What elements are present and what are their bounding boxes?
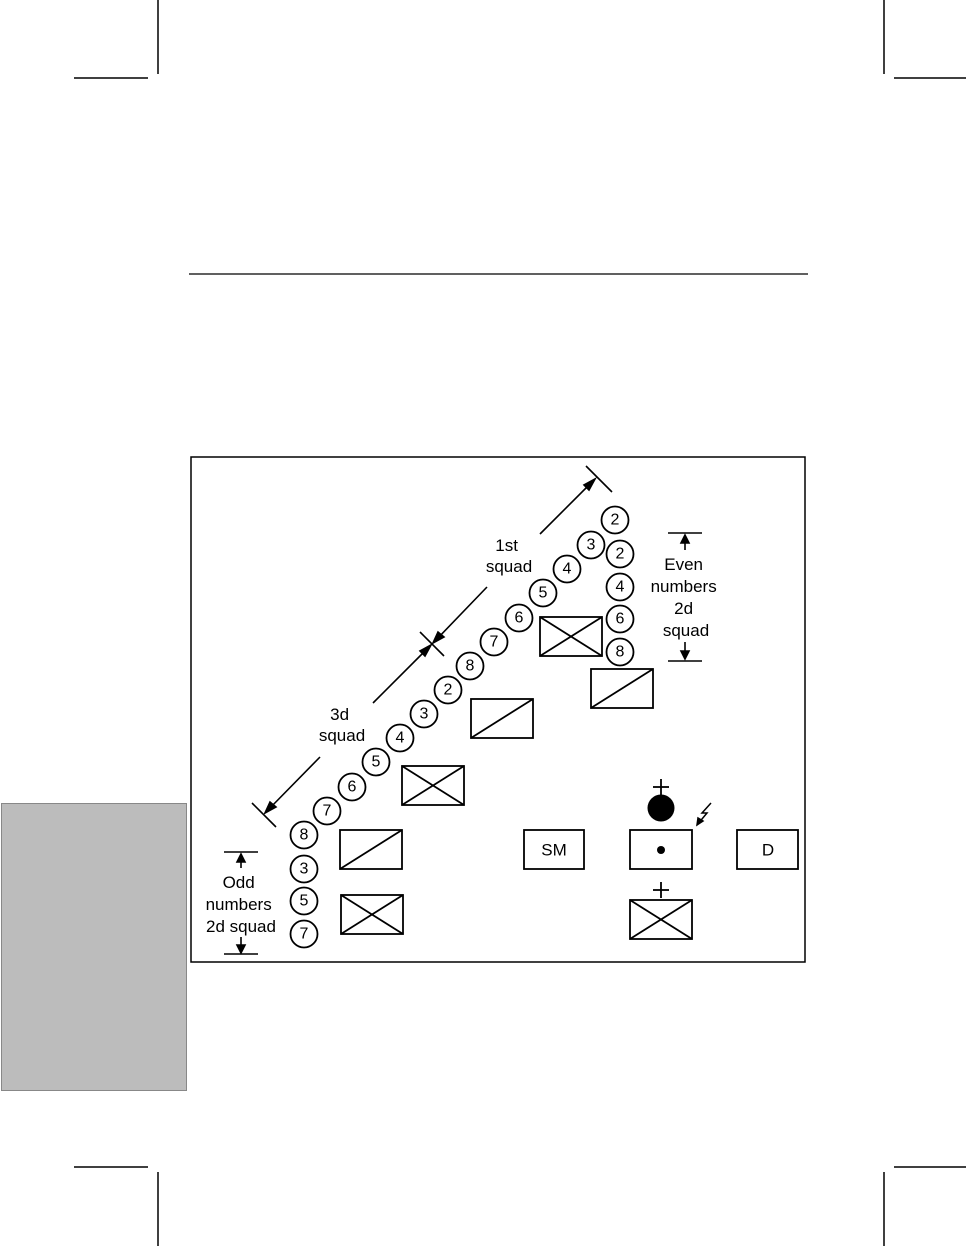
odd-column-soldiers: 8 3 5 7 — [289, 820, 319, 949]
svg-text:5: 5 — [539, 585, 548, 602]
svg-text:6: 6 — [515, 610, 524, 627]
third-squad-extent-arrow — [251, 642, 434, 828]
soldier-circle: 3 — [576, 530, 606, 560]
first-squad-label: 1st squad — [486, 536, 532, 576]
first-squad-extent-arrow — [419, 465, 613, 657]
soldier-circle: 7 — [479, 627, 509, 657]
svg-text:2: 2 — [616, 546, 625, 563]
soldier-circle: 4 — [552, 554, 582, 584]
vehicle-box-d: D — [736, 829, 799, 870]
svg-text:8: 8 — [300, 827, 309, 844]
svg-text:7: 7 — [490, 634, 499, 651]
vehicle-box-crossed — [340, 894, 404, 935]
soldier-circle: 8 — [455, 651, 485, 681]
diagram-frame — [190, 456, 806, 963]
svg-text:7: 7 — [323, 803, 332, 820]
svg-text:SM: SM — [541, 841, 567, 860]
crop-marks — [74, 0, 966, 1246]
svg-text:6: 6 — [616, 611, 625, 628]
soldier-circle: 4 — [605, 572, 635, 602]
svg-text:4: 4 — [563, 561, 572, 578]
even-column-soldiers: 2 2 4 6 8 — [600, 505, 635, 667]
soldier-circle: 6 — [504, 603, 534, 633]
svg-text:7: 7 — [300, 926, 309, 943]
gray-side-tab — [1, 803, 187, 1091]
vehicle-box-crossed — [401, 765, 465, 806]
soldier-circle: 5 — [361, 747, 391, 777]
svg-text:2: 2 — [611, 512, 620, 529]
soldier-circle: 2 — [605, 539, 635, 569]
soldier-circle: 6 — [605, 604, 635, 634]
soldier-circle: 5 — [528, 578, 558, 608]
even-numbers-extent — [668, 532, 702, 662]
svg-text:4: 4 — [396, 730, 405, 747]
cross-marks — [653, 779, 669, 898]
first-squad-soldiers: 3 4 5 6 — [504, 530, 606, 633]
vehicle-box-slashed — [590, 668, 654, 709]
soldier-circle: 8 — [605, 637, 635, 667]
soldier-circle: 2 — [600, 505, 630, 535]
svg-text:8: 8 — [466, 658, 475, 675]
soldier-circle: 5 — [289, 886, 319, 916]
vehicle-box-command — [629, 829, 693, 870]
soldier-circle: 4 — [385, 723, 415, 753]
odd-numbers-extent — [224, 851, 258, 955]
svg-text:5: 5 — [372, 754, 381, 771]
third-squad-soldiers: 7 8 2 3 4 5 6 7 — [312, 627, 509, 826]
vehicle-box-slashed — [339, 829, 403, 870]
even-numbers-label: Even numbers 2d squad — [651, 555, 722, 640]
svg-text:2: 2 — [444, 682, 453, 699]
svg-text:5: 5 — [300, 893, 309, 910]
radio-lightning-icon — [696, 802, 712, 827]
vehicle-box-crossed — [629, 899, 693, 940]
leader-marker — [647, 794, 675, 822]
third-squad-label: 3d squad — [319, 705, 365, 745]
svg-text:4: 4 — [616, 579, 625, 596]
svg-text:3: 3 — [420, 706, 429, 723]
vehicle-box-sm: SM — [523, 829, 585, 870]
vehicle-box-crossed — [539, 616, 603, 657]
soldier-circle: 6 — [337, 772, 367, 802]
soldier-circle: 7 — [289, 919, 319, 949]
svg-text:6: 6 — [348, 779, 357, 796]
soldier-circle: 2 — [433, 675, 463, 705]
svg-text:3: 3 — [587, 537, 596, 554]
svg-text:8: 8 — [616, 644, 625, 661]
odd-numbers-label: Odd numbers 2d squad — [206, 873, 277, 936]
svg-text:3: 3 — [300, 861, 309, 878]
soldier-circle: 7 — [312, 796, 342, 826]
soldier-circle: 3 — [289, 854, 319, 884]
vehicle-box-slashed — [470, 698, 534, 739]
soldier-circle: 3 — [409, 699, 439, 729]
svg-text:D: D — [762, 841, 774, 860]
soldier-circle: 8 — [289, 820, 319, 850]
